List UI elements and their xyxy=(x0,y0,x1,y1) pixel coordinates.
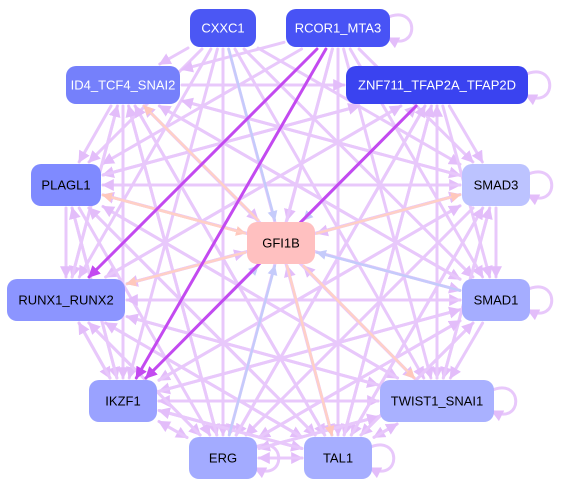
edge-smad1-to-gfi1b xyxy=(315,249,462,292)
node-box-rcor1 xyxy=(286,9,390,47)
edge-runx-to-znf711 xyxy=(104,104,403,279)
node-label-id4: ID4_TCF4_SNAI2 xyxy=(71,77,176,92)
node-box-smad3 xyxy=(462,164,530,206)
node-erg: ERG xyxy=(189,437,257,479)
node-label-smad1: SMAD1 xyxy=(474,292,519,307)
node-label-runx: RUNX1_RUNX2 xyxy=(18,292,113,307)
node-ikzf1: IKZF1 xyxy=(89,380,157,422)
node-box-smad1 xyxy=(462,279,530,321)
self-loop-twist1 xyxy=(489,386,518,422)
edge-znf711-to-smad3 xyxy=(447,104,484,164)
edge-cxxc1-to-twist1 xyxy=(233,47,426,380)
node-tal1: TAL1 xyxy=(304,437,372,479)
node-box-plagl1 xyxy=(31,164,101,206)
edge-tal1-to-runx xyxy=(104,321,304,439)
edge-tal1-to-smad3 xyxy=(349,206,485,437)
edge-ikzf1-to-runx xyxy=(77,321,112,380)
node-label-znf711: ZNF711_TFAP2A_TFAP2D xyxy=(358,77,516,92)
edge-cxxc1-to-gfi1b xyxy=(227,47,278,222)
edge-smad1-to-id4 xyxy=(157,104,462,281)
node-gfi1b: GFI1B xyxy=(247,222,315,264)
edge-tal1-to-twist1 xyxy=(372,422,399,439)
edge-gfi1b-to-twist1 xyxy=(302,264,416,380)
edge-gfi1b-to-smad3 xyxy=(315,192,462,235)
self-loop-smad1 xyxy=(525,285,554,321)
node-label-tal1: TAL1 xyxy=(323,450,353,465)
self-loop-rcor1 xyxy=(385,13,414,49)
node-runx: RUNX1_RUNX2 xyxy=(7,279,125,321)
node-label-ikzf1: IKZF1 xyxy=(105,393,140,408)
node-box-runx xyxy=(7,279,125,321)
edge-id4-to-plagl1 xyxy=(77,104,113,164)
node-rcor1: RCOR1_MTA3 xyxy=(286,9,390,47)
node-id4: ID4_TCF4_SNAI2 xyxy=(66,66,180,104)
self-loop-smad3 xyxy=(525,170,554,206)
edge-tal1-to-smad1 xyxy=(359,321,475,437)
node-box-gfi1b xyxy=(247,222,315,264)
edge-twist1-to-plagl1 xyxy=(101,205,399,380)
node-box-erg xyxy=(189,437,257,479)
edge-plagl1-to-znf711 xyxy=(101,103,361,177)
edge-gfi1b-to-tal1 xyxy=(285,264,335,437)
node-label-twist1: TWIST1_SNAI1 xyxy=(391,393,483,408)
node-znf711: ZNF711_TFAP2A_TFAP2D xyxy=(346,66,528,104)
edge-erg-to-gfi1b xyxy=(227,264,278,437)
node-label-gfi1b: GFI1B xyxy=(262,235,300,250)
node-box-znf711 xyxy=(346,66,528,104)
edge-gfi1b-to-runx xyxy=(125,251,247,287)
edge-rcor1-to-runx xyxy=(87,47,319,279)
node-twist1: TWIST1_SNAI1 xyxy=(380,380,494,422)
edge-rcor1-to-id4 xyxy=(180,40,286,73)
edge-cxxc1-to-id4 xyxy=(158,46,190,66)
edge-rcor1-to-ikzf1 xyxy=(134,47,328,380)
node-box-cxxc1 xyxy=(190,9,256,47)
node-cxxc1: CXXC1 xyxy=(190,9,256,47)
node-label-smad3: SMAD3 xyxy=(474,177,519,192)
node-plagl1: PLAGL1 xyxy=(31,164,101,206)
node-smad3: SMAD3 xyxy=(462,164,530,206)
self-loop-tal1 xyxy=(367,443,396,479)
edge-smad1-to-twist1 xyxy=(448,321,485,380)
node-smad1: SMAD1 xyxy=(462,279,530,321)
node-label-rcor1: RCOR1_MTA3 xyxy=(295,20,381,35)
edge-erg-to-znf711 xyxy=(234,104,427,437)
edge-tal1-to-id4 xyxy=(133,104,327,437)
node-box-id4 xyxy=(66,66,180,104)
edge-smad3-to-id4 xyxy=(180,97,462,177)
edge-ikzf1-to-smad3 xyxy=(157,204,462,382)
node-box-ikzf1 xyxy=(89,380,157,422)
node-box-twist1 xyxy=(380,380,494,422)
node-label-cxxc1: CXXC1 xyxy=(201,20,244,35)
edge-erg-to-ikzf1 xyxy=(157,420,189,439)
node-box-tal1 xyxy=(304,437,372,479)
node-label-erg: ERG xyxy=(209,450,237,465)
node-label-plagl1: PLAGL1 xyxy=(41,177,90,192)
edge-gfi1b-to-plagl1 xyxy=(101,192,247,235)
self-loop-znf711 xyxy=(523,70,552,106)
